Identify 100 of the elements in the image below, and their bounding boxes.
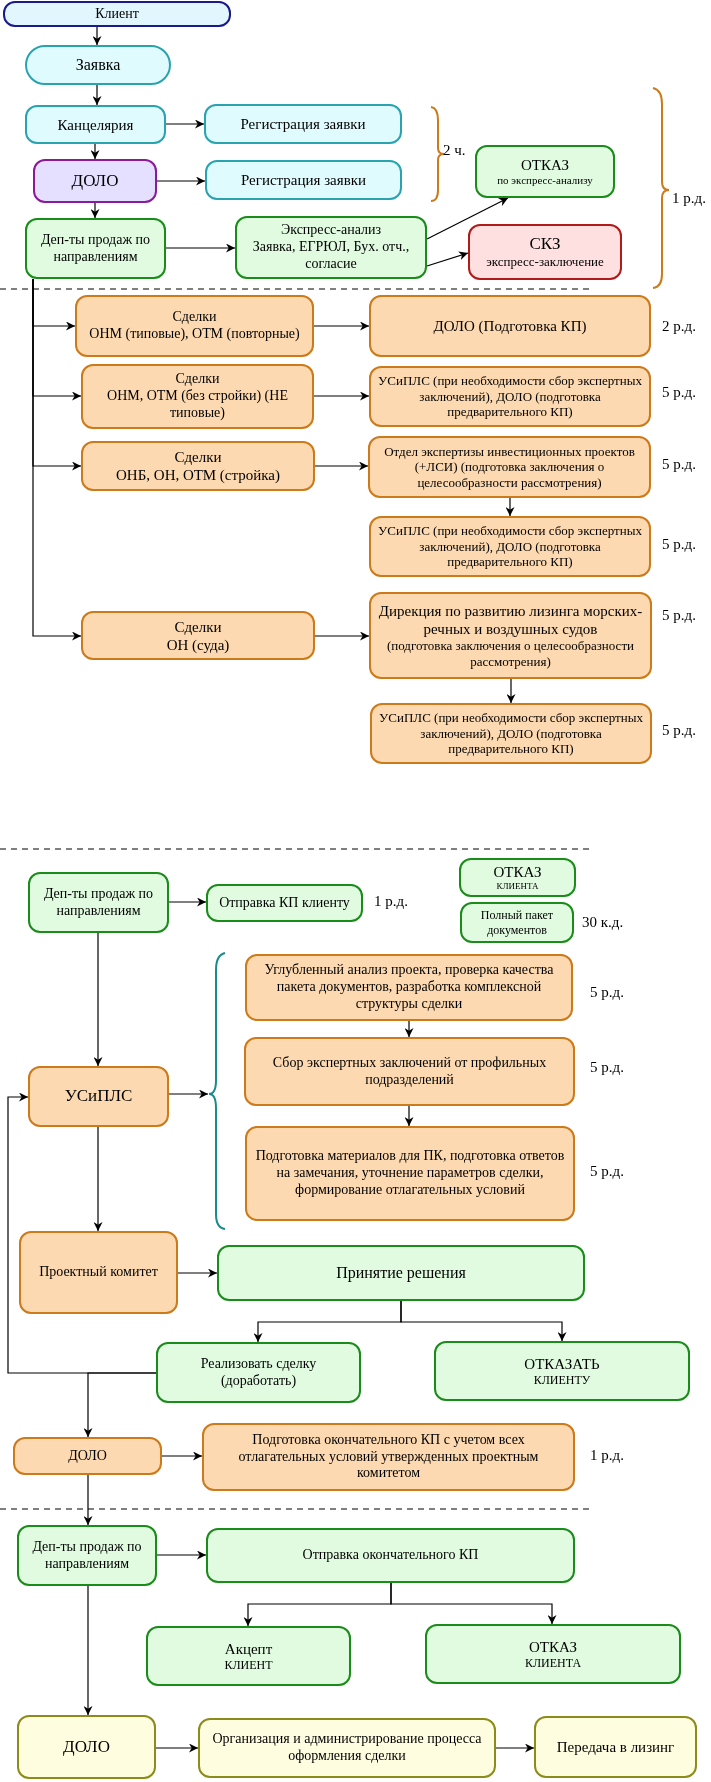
process-box bbox=[459, 858, 576, 897]
node-title: УСиПЛС (при необходимости сбор экспертных заключений), ДОЛО (подготовка предварительного КП) bbox=[378, 710, 644, 757]
process-box bbox=[460, 902, 574, 943]
process-box bbox=[204, 104, 402, 144]
process-box bbox=[206, 1528, 575, 1583]
node-title: Отдел экспертизы инвестиционных проектов (+ЛСИ) (подготовка заключения о целесообразности рассмотрения) bbox=[383, 443, 636, 491]
connector-arrow bbox=[314, 631, 370, 641]
process-box bbox=[156, 1342, 361, 1403]
process-box bbox=[369, 592, 652, 679]
connector-arrow bbox=[155, 1743, 199, 1753]
duration-label: 5 р.д. bbox=[590, 984, 624, 1001]
connector-arrow bbox=[156, 1550, 207, 1560]
process-box bbox=[434, 1341, 690, 1401]
connector-arrow bbox=[161, 1451, 203, 1461]
connector-arrow bbox=[93, 932, 103, 1067]
node-title: Акцепт bbox=[224, 1639, 273, 1658]
process-box bbox=[202, 1423, 575, 1491]
node-title: Клиент bbox=[95, 5, 139, 23]
node-title: ОТКАЗ bbox=[521, 155, 569, 174]
node-subtitle: КЛИЕНТ bbox=[224, 1657, 273, 1673]
connector-arrow bbox=[505, 497, 515, 517]
connector-arrow bbox=[165, 243, 236, 253]
process-box bbox=[468, 224, 622, 280]
node-title: Организация и администрирование процесса оформления сделки bbox=[211, 1731, 483, 1765]
duration-label: 1 р.д. bbox=[590, 1447, 624, 1464]
duration-label: 30 к.д. bbox=[582, 914, 624, 931]
node-subtitle: (подготовка заключения о целесообразности рассмотрения) bbox=[385, 637, 636, 670]
process-box bbox=[205, 160, 402, 200]
node-title: Проектный комитет bbox=[39, 1264, 158, 1281]
node-title: Сделки bbox=[175, 371, 220, 389]
node-title: Канцелярия bbox=[57, 115, 134, 134]
process-box bbox=[3, 1, 231, 27]
duration-label: 2 р.д. bbox=[662, 318, 696, 335]
node-title: ДОЛО bbox=[68, 1447, 107, 1465]
node-title: Принятие решения bbox=[336, 1263, 466, 1283]
process-box bbox=[13, 1437, 162, 1475]
process-box bbox=[81, 364, 314, 429]
node-title: ДОЛО bbox=[63, 1736, 110, 1758]
node-title: УСиПЛС (при необходимости сбор экспертных заключений), ДОЛО (подготовка предварительного КП) bbox=[377, 373, 643, 420]
process-box bbox=[25, 105, 166, 144]
process-box bbox=[368, 436, 651, 498]
node-subtitle: ОН (суда) bbox=[166, 635, 230, 654]
process-box bbox=[369, 295, 651, 357]
duration-label: 5 р.д. bbox=[590, 1163, 624, 1180]
process-box bbox=[217, 1245, 585, 1301]
connector-arrow bbox=[400, 1300, 567, 1342]
node-title: ДОЛО (Подготовка КП) bbox=[433, 317, 587, 335]
node-title: Реализовать сделку (доработать) bbox=[199, 1355, 318, 1390]
connector-arrow bbox=[93, 1126, 103, 1232]
process-box bbox=[370, 703, 652, 764]
duration-label: 5 р.д. bbox=[662, 456, 696, 473]
node-subtitle: КЛИЕНТУ bbox=[533, 1372, 591, 1388]
node-title: Деп-ты продаж по направлениям bbox=[39, 231, 152, 266]
connector-arrow bbox=[506, 678, 516, 704]
duration-label: 5 р.д. bbox=[662, 536, 696, 553]
connector-arrow bbox=[168, 897, 207, 907]
process-box bbox=[28, 1066, 169, 1127]
connector-arrow bbox=[83, 1372, 157, 1438]
process-box bbox=[245, 954, 573, 1021]
node-title: Передача в лизинг bbox=[556, 1738, 675, 1756]
duration-label: 2 ч. bbox=[443, 142, 466, 159]
node-title: ОТКАЗ bbox=[529, 1637, 577, 1656]
node-title: ДОЛО bbox=[71, 170, 119, 192]
connector-arrow bbox=[168, 1089, 209, 1099]
node-title: СКЗ bbox=[529, 234, 561, 255]
duration-label: 5 р.д. bbox=[662, 384, 696, 401]
duration-label: 5 р.д. bbox=[662, 607, 696, 624]
node-title: Подготовка материалов для ПК, подготовка ответов на замечания, уточнение параметров сделки, формирование отлагательных условий bbox=[254, 1148, 566, 1199]
node-title: УСиПЛС bbox=[64, 1086, 133, 1107]
node-title: Отправка КП клиенту bbox=[219, 894, 350, 912]
connector-arrow bbox=[92, 26, 102, 46]
duration-label: 1 р.д. bbox=[672, 190, 706, 207]
connector-arrow bbox=[313, 321, 370, 331]
node-title: Полный пакет документов bbox=[479, 908, 555, 937]
node-title: Заявка bbox=[75, 55, 121, 75]
node-title: Сделки bbox=[174, 617, 222, 636]
node-title: Дирекция по развитию лизинга морских-речных и воздушных судов bbox=[377, 601, 644, 638]
node-subtitle: экспресс-заключение bbox=[486, 254, 604, 270]
connector-arrow bbox=[165, 119, 205, 129]
process-box bbox=[369, 366, 651, 427]
node-title: Подготовка окончательного КП с учетом всех отлагательных условий утвержденных проектным комитетом bbox=[237, 1431, 540, 1483]
connector-arrow bbox=[83, 1585, 93, 1716]
connector-arrow bbox=[404, 1105, 414, 1127]
node-title: УСиПЛС (при необходимости сбор экспертных заключений), ДОЛО (подготовка предварительного КП) bbox=[377, 523, 643, 570]
node-title: Углубленный анализ проекта, проверка качества пакета документов, разработка комплексной структуры сделки bbox=[263, 962, 555, 1013]
node-title: ОТКАЗ bbox=[493, 863, 542, 882]
connector-arrow bbox=[90, 143, 100, 160]
process-box bbox=[19, 1231, 178, 1314]
connector-arrow bbox=[495, 1743, 535, 1753]
process-box bbox=[534, 1716, 697, 1778]
node-title: Регистрация заявки bbox=[240, 115, 366, 133]
process-box bbox=[17, 1525, 157, 1586]
connector-arrow bbox=[177, 1268, 218, 1278]
duration-label: 5 р.д. bbox=[590, 1059, 624, 1076]
connector-arrow bbox=[156, 176, 206, 186]
process-box bbox=[235, 216, 427, 279]
connector-arrow bbox=[426, 197, 509, 240]
duration-label: 1 р.д. bbox=[374, 893, 408, 910]
node-title: Сбор экспертных заключений от профильных подразделений bbox=[271, 1054, 548, 1089]
process-box bbox=[369, 516, 651, 577]
